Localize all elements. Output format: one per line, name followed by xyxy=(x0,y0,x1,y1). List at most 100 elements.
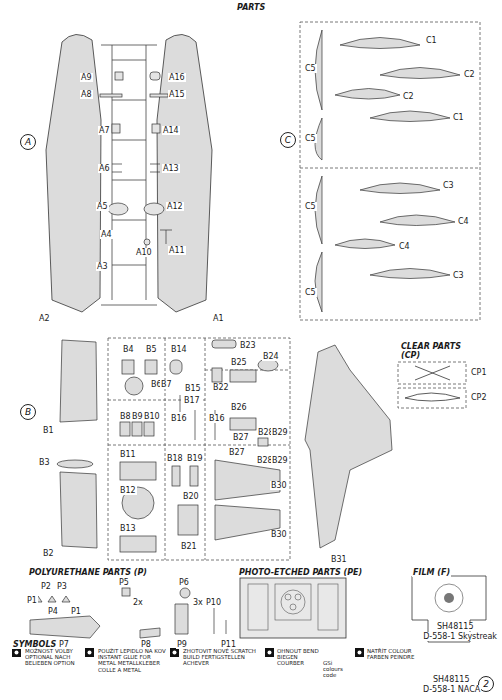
section-heading: CLEAR PARTS (CP) xyxy=(400,342,472,360)
part-number: B29 xyxy=(271,428,289,437)
part-number: C5 xyxy=(304,64,317,73)
circle-text: B xyxy=(25,407,31,417)
part-number: 2x xyxy=(132,598,144,607)
part-number: B26 xyxy=(230,403,248,412)
part-number: C5 xyxy=(304,202,317,211)
part-number: B4 xyxy=(122,345,135,354)
part-number: A5 xyxy=(96,202,109,211)
part-number: A4 xyxy=(100,230,113,239)
symbol-legend-text: ZHOTOVIT NOVÉ SCRATCH BUILD FERTIGSTELLE… xyxy=(182,648,264,667)
circled-letter: B xyxy=(20,404,36,420)
part-number: A9 xyxy=(80,73,93,82)
part-number: B8 xyxy=(119,412,132,421)
fuselage-half xyxy=(46,34,101,312)
part-number: B15 xyxy=(184,384,202,393)
part-number: C5 xyxy=(304,134,317,143)
part-number: B12 xyxy=(119,486,137,495)
part-number: P1 xyxy=(70,607,82,616)
part-number: B16 xyxy=(208,414,226,423)
part-number: B27 xyxy=(232,433,250,442)
circle-text: 2 xyxy=(483,679,489,689)
part-number: B30 xyxy=(270,481,288,490)
part-number: A7 xyxy=(98,126,111,135)
part-number: C2 xyxy=(463,70,476,79)
part-number: B13 xyxy=(119,524,137,533)
part-number: C5 xyxy=(304,288,317,297)
circled-letter: A xyxy=(20,134,36,150)
section-heading: POLYURETHANE PARTS (P) xyxy=(28,568,148,577)
part-number: D-558-1 NACA xyxy=(422,685,481,694)
part-number: A10 xyxy=(135,248,153,257)
part-number: B7 xyxy=(160,380,173,389)
part-number: B19 xyxy=(186,454,204,463)
part-number: A12 xyxy=(166,202,184,211)
part-number: D-558-1 Skystreak xyxy=(422,632,498,641)
symbol-legend-text: NATŘÍT COLOUR FARBEN PEINDRE xyxy=(366,648,416,660)
part-number: A6 xyxy=(98,164,111,173)
part-number: B24 xyxy=(262,352,280,361)
sprue-runner xyxy=(101,45,157,305)
part-number: B25 xyxy=(230,358,248,367)
part-number: P10 xyxy=(205,598,222,607)
part-number: B22 xyxy=(212,383,230,392)
part-number: B3 xyxy=(38,458,51,467)
part-number: A3 xyxy=(96,262,109,271)
part-number: C2 xyxy=(402,92,415,101)
part-number: B9 xyxy=(131,412,144,421)
part-number: A14 xyxy=(162,126,180,135)
part-number: P2 xyxy=(40,582,52,591)
part-number: B5 xyxy=(145,345,158,354)
part-number: B18 xyxy=(166,454,184,463)
part-number: P1 xyxy=(26,596,38,605)
part-number: CP2 xyxy=(470,393,488,402)
part-number: C4 xyxy=(457,217,470,226)
part-number: B31 xyxy=(330,555,348,564)
part-number: C4 xyxy=(398,242,411,251)
part-number: A8 xyxy=(80,90,93,99)
part-number: A2 xyxy=(38,314,51,323)
part-number: A16 xyxy=(168,73,186,82)
part-number: SH48115 xyxy=(432,675,471,684)
part-number: B21 xyxy=(180,542,198,551)
symbol-legend-text: GSi colours code xyxy=(322,660,354,679)
symbol-legend-text: POUŽIT LEPIDLO NA KOV INSTANT GLUE FOR M… xyxy=(97,648,169,673)
part-number: C3 xyxy=(452,271,465,280)
part-number: A1 xyxy=(212,314,225,323)
part-number: P5 xyxy=(118,578,130,587)
section-heading: SYMBOLS xyxy=(12,640,57,649)
part-number: P3 xyxy=(56,582,68,591)
part-number: B11 xyxy=(119,450,137,459)
part-number: 3x xyxy=(192,598,204,607)
part-number: C1 xyxy=(425,36,438,45)
part-number: B2 xyxy=(42,549,55,558)
part-number: CP1 xyxy=(470,368,488,377)
part-number: P9 xyxy=(176,640,188,649)
part-number: P7 xyxy=(58,640,70,649)
section-heading: FILM (F) xyxy=(412,568,451,577)
part-number: B29 xyxy=(271,456,289,465)
part-number: B20 xyxy=(182,492,200,501)
part-number: P4 xyxy=(47,607,59,616)
fuselage-half xyxy=(157,34,212,312)
part-number: A15 xyxy=(168,90,186,99)
symbol-legend-text: OHNOUT BEND BIEGEN COURBER xyxy=(276,648,320,667)
part-number: B27 xyxy=(228,448,246,457)
part-number: B17 xyxy=(183,396,201,405)
page-title: PARTS xyxy=(236,3,266,12)
part-number: C3 xyxy=(442,181,455,190)
part-number: C1 xyxy=(452,113,465,122)
part-number: B23 xyxy=(239,341,257,350)
part-number: B10 xyxy=(143,412,161,421)
part-number: P6 xyxy=(178,578,190,587)
symbol-legend-text: MOŽNOST VOLBY OPTIONAL NACH BELIEBEN OPT… xyxy=(24,648,84,667)
part-number: A11 xyxy=(168,246,186,255)
part-number: SH48115 xyxy=(436,622,475,631)
part-number: B16 xyxy=(170,414,188,423)
part-number: B30 xyxy=(270,530,288,539)
section-heading: PHOTO-ETCHED PARTS (PE) xyxy=(238,568,363,577)
part-number: A13 xyxy=(162,164,180,173)
circle-text: A xyxy=(25,137,31,147)
part-number: B1 xyxy=(42,426,55,435)
circle-text: C xyxy=(285,135,291,145)
part-number: P8 xyxy=(140,640,152,649)
